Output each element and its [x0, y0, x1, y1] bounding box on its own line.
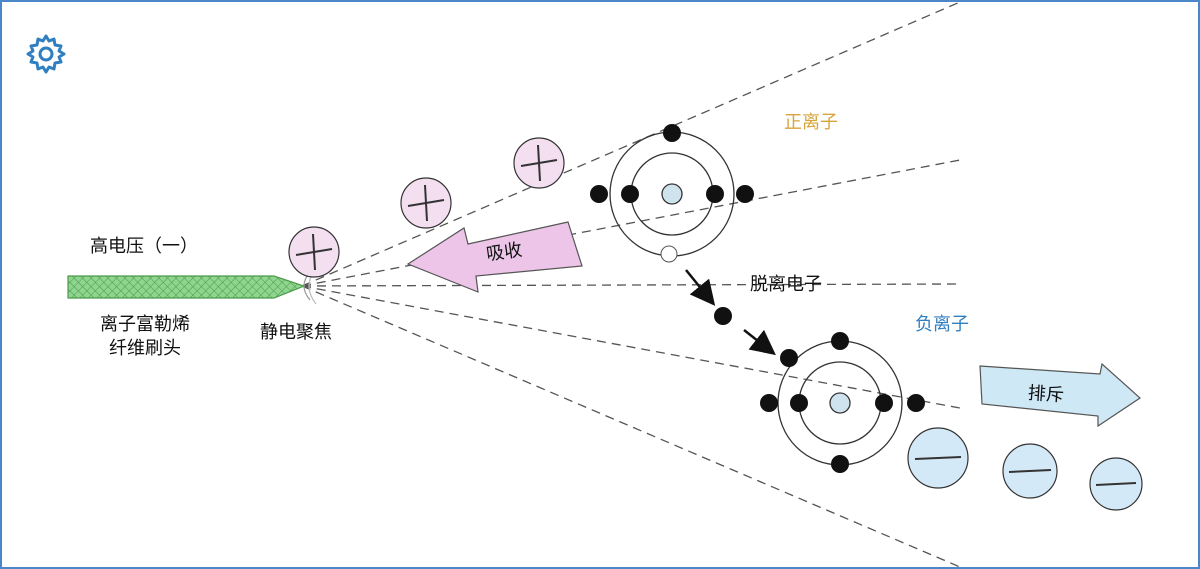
gear-icon[interactable] — [24, 32, 68, 76]
positive-ion-1 — [288, 226, 340, 278]
field-line-2 — [301, 159, 961, 287]
electron-transfer — [685, 269, 776, 356]
field-line-1 — [301, 2, 961, 287]
detach-electron-label: 脱离电子 — [750, 274, 822, 295]
field-line-3 — [301, 283, 961, 287]
field-line-5 — [301, 285, 961, 567]
positive-ion-2 — [400, 177, 452, 229]
negative-ions — [907, 427, 1143, 511]
atom-lower — [760, 332, 925, 473]
negative-ion-1 — [907, 427, 969, 489]
absorb-arrow — [406, 221, 583, 293]
absorb-label: 吸收 — [484, 239, 524, 266]
negative-ion-2 — [1002, 443, 1058, 499]
positive-ion-3 — [513, 137, 565, 189]
free-electron — [714, 307, 732, 325]
brush-label-line1: 离子富勒烯 — [100, 314, 190, 335]
atom-upper — [590, 124, 754, 263]
fiber-brush — [67, 267, 317, 305]
field-line-4 — [301, 285, 961, 409]
field-lines — [301, 2, 961, 567]
negative-ion-label: 负离子 — [915, 314, 969, 335]
negative-ion-3 — [1089, 457, 1143, 511]
repel-arrow — [979, 362, 1141, 428]
repel-label: 排斥 — [1027, 382, 1065, 407]
high-voltage-label: 高电压（一） — [90, 236, 198, 257]
focus-label: 静电聚焦 — [260, 322, 332, 343]
brush-label-line2: 纤维刷头 — [109, 338, 181, 359]
positive-ions — [288, 137, 565, 278]
positive-ion-label: 正离子 — [784, 112, 838, 133]
